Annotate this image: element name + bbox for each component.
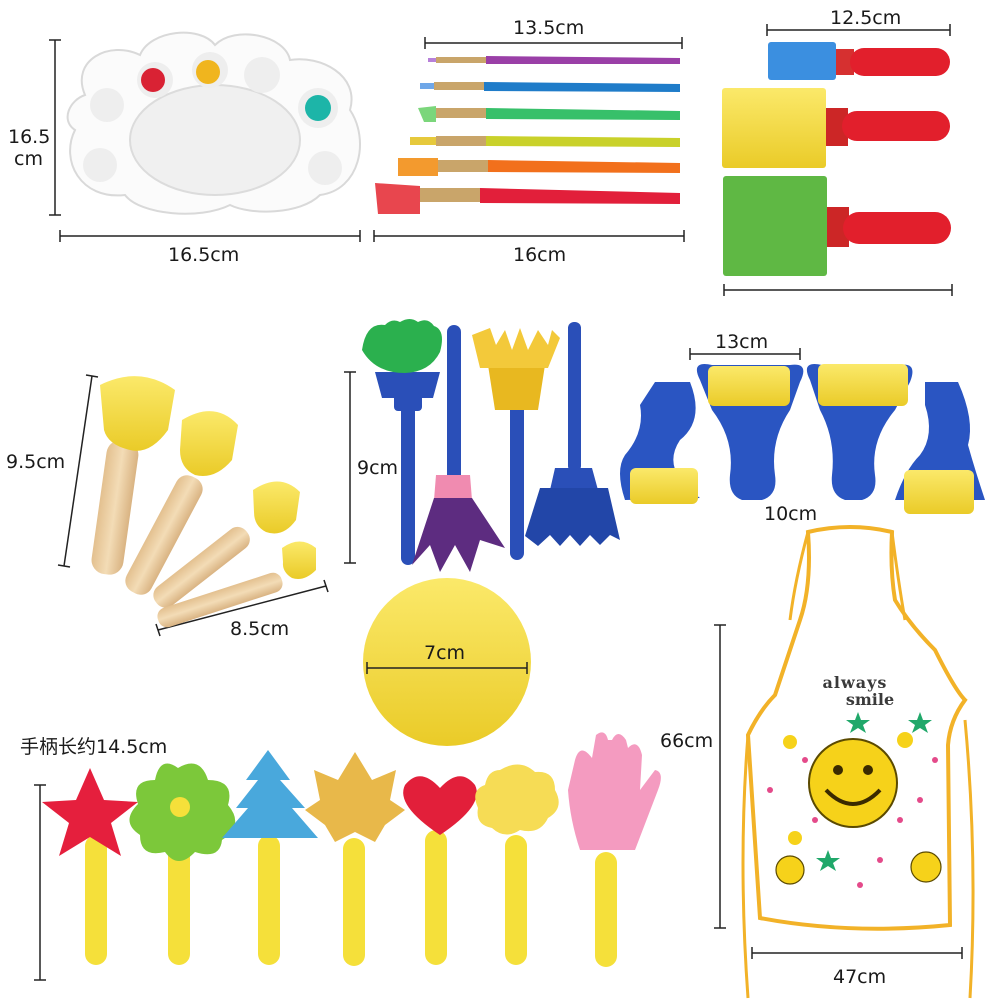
roller-height-label: 10cm — [764, 503, 818, 525]
stamper-width-label: 8.5cm — [230, 618, 290, 640]
brush-yellow — [410, 136, 680, 147]
apron-slogan-line1: always — [822, 673, 888, 692]
sponge-brush-medium — [722, 88, 950, 168]
roller-4 — [895, 382, 985, 514]
round-sponge — [363, 578, 531, 746]
spinner-brushes — [362, 319, 620, 572]
apron-height-label: 66cm — [660, 730, 714, 752]
roller-3 — [806, 364, 913, 500]
shape-star-sponge — [42, 768, 138, 965]
apron-width-label: 47cm — [833, 966, 887, 988]
brush-red — [375, 183, 680, 214]
round-sponge-label: 7cm — [424, 642, 466, 664]
palette-height-unit: cm — [14, 148, 43, 170]
shape-tree-sponge — [222, 750, 318, 965]
spinner-yellow-crown — [472, 328, 560, 560]
apron-slogan: always smile — [800, 674, 910, 708]
palette-height-label: 16.5 cm — [8, 126, 50, 170]
sponge-brush-small — [768, 42, 950, 80]
brush-green — [418, 106, 680, 122]
sponge-brush-large — [723, 176, 951, 276]
foam-rollers — [620, 364, 985, 514]
spinner-blue-rake — [525, 322, 620, 546]
stamper-3 — [153, 481, 300, 608]
roller-1 — [620, 382, 700, 504]
stamper-height-label: 9.5cm — [6, 451, 66, 473]
spinner-height-label: 9cm — [357, 457, 399, 479]
stamper-1 — [91, 376, 175, 575]
shape-hand-sponge — [568, 732, 661, 967]
roller-2 — [696, 364, 804, 500]
apron-slogan-line2: smile — [845, 690, 895, 709]
apron — [741, 525, 975, 999]
brush-length-label: 13.5cm — [513, 17, 585, 39]
stamper-4 — [157, 541, 316, 628]
sponge-stampers — [91, 376, 316, 628]
shape-sponges — [42, 732, 661, 967]
shape-flower-sponge — [129, 763, 236, 965]
sponge-brush-length-label: 12.5cm — [830, 7, 902, 29]
shape-tree-round-sponge — [475, 764, 559, 965]
brush-purple — [428, 56, 680, 64]
brush-span-label: 16cm — [513, 244, 567, 266]
brush-blue — [420, 82, 680, 92]
spinner-pink-fan — [412, 325, 505, 572]
roller-width-label: 13cm — [715, 331, 769, 353]
shape-heart-sponge — [403, 776, 477, 965]
stamper-2 — [125, 411, 238, 595]
handle-length-label: 手柄长约14.5cm — [20, 736, 168, 758]
paint-palette — [66, 31, 361, 215]
palette-height-value: 16.5 — [8, 126, 51, 148]
shape-leaf-sponge — [305, 752, 405, 966]
spinner-green-mop — [362, 319, 442, 565]
dimension-lines — [34, 24, 963, 981]
palette-width-label: 16.5cm — [168, 244, 240, 266]
sponge-brushes — [722, 42, 951, 276]
brush-orange — [398, 158, 680, 176]
paint-brushes — [375, 56, 680, 214]
